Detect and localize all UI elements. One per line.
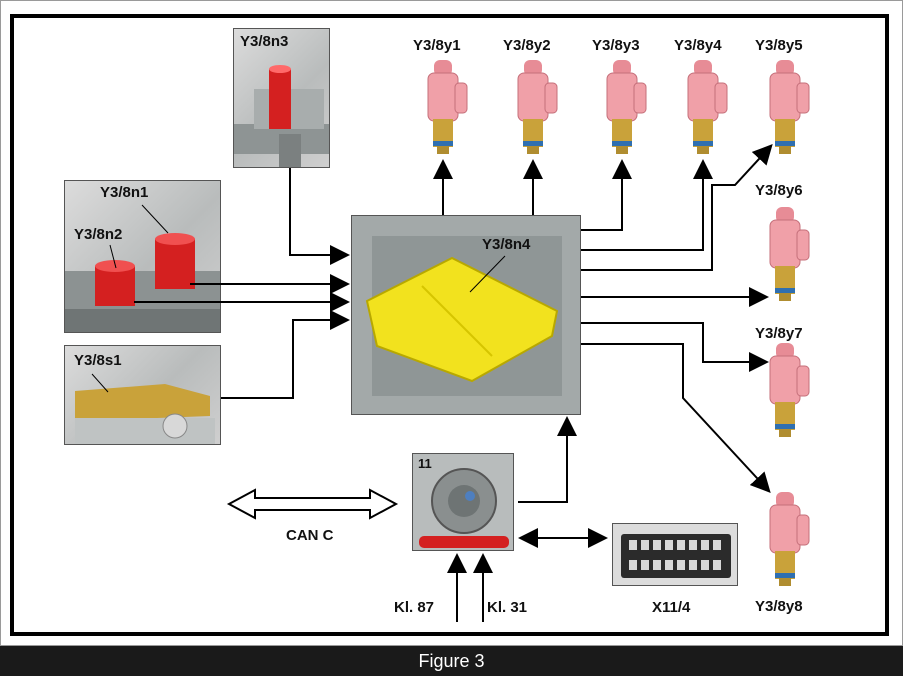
label-sensor-n2: Y3/8n2 bbox=[74, 226, 123, 243]
sensor-n3-photo bbox=[233, 28, 330, 168]
switch-s1-photo bbox=[64, 345, 221, 445]
label-can-bus: CAN C bbox=[286, 527, 334, 544]
controller-n4-illustration bbox=[352, 216, 580, 414]
figure-caption: Figure 3 bbox=[0, 646, 903, 676]
wire-n4-to-y3 bbox=[581, 159, 632, 231]
connector-11-photo bbox=[412, 453, 514, 551]
valve-y8-icon bbox=[769, 491, 810, 587]
valve-y5-icon bbox=[769, 59, 810, 155]
valve-y2-icon bbox=[517, 59, 558, 155]
connector-11-illustration bbox=[413, 454, 513, 550]
valve-y3-icon bbox=[606, 59, 647, 155]
sensor-n1-n2-illustration bbox=[65, 233, 220, 332]
wire-n3-to-n4 bbox=[289, 168, 350, 265]
label-sensor-n1: Y3/8n1 bbox=[100, 184, 149, 201]
wire-n4-to-y8 bbox=[581, 343, 771, 493]
leader-n1 bbox=[141, 204, 169, 234]
label-connector-x11: X11/4 bbox=[652, 599, 691, 616]
label-kl87: Kl. 87 bbox=[394, 599, 435, 616]
switch-s1-illustration bbox=[75, 384, 215, 444]
label-valve-y7: Y3/8y7 bbox=[755, 325, 803, 342]
label-valve-y6: Y3/8y6 bbox=[755, 182, 803, 199]
wire-n4-to-y5 bbox=[581, 144, 773, 271]
wire-s1-to-n4 bbox=[221, 310, 350, 399]
wire-n4-to-11 bbox=[522, 460, 568, 503]
label-connector-11: 11 bbox=[418, 456, 432, 471]
valve-y4-icon bbox=[687, 59, 728, 155]
controller-n4-photo bbox=[351, 215, 581, 415]
valve-y7-icon bbox=[769, 342, 810, 438]
leader-n4 bbox=[469, 255, 506, 293]
label-valve-y5: Y3/8y5 bbox=[755, 37, 803, 54]
wire-n4-to-y7 bbox=[581, 322, 769, 372]
wire-n4-to-y4 bbox=[581, 159, 713, 251]
connector-x11-photo bbox=[612, 523, 738, 586]
label-switch-s1: Y3/8s1 bbox=[74, 352, 122, 369]
label-controller-n4: Y3/8n4 bbox=[482, 236, 531, 253]
label-kl31: Kl. 31 bbox=[487, 599, 528, 616]
label-valve-y1: Y3/8y1 bbox=[413, 37, 461, 54]
connector-x11-illustration bbox=[621, 534, 731, 578]
valve-y6-icon bbox=[769, 206, 810, 302]
wire-11-to-n4 bbox=[518, 416, 577, 503]
sensor-n3-illustration bbox=[234, 65, 329, 167]
valve-y1-icon bbox=[427, 59, 468, 155]
label-sensor-n3: Y3/8n3 bbox=[240, 33, 289, 50]
label-valve-y2: Y3/8y2 bbox=[503, 37, 551, 54]
label-valve-y8: Y3/8y8 bbox=[755, 598, 803, 615]
leader-s1 bbox=[91, 373, 109, 393]
sensor-n1-n2-photo bbox=[64, 180, 221, 333]
label-valve-y4: Y3/8y4 bbox=[674, 37, 722, 54]
page-frame bbox=[0, 0, 903, 646]
leader-n2 bbox=[109, 244, 117, 269]
label-valve-y3: Y3/8y3 bbox=[592, 37, 640, 54]
can-c-arrow bbox=[226, 488, 399, 520]
